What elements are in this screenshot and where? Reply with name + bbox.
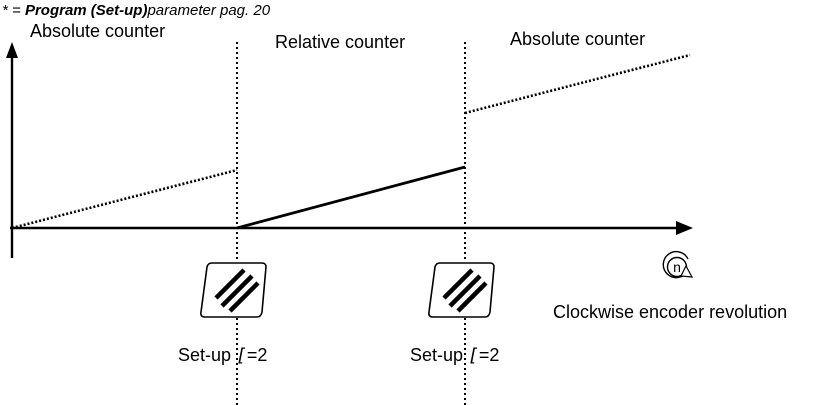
setup-prefix: Set-up (178, 345, 237, 365)
rotation-label: Clockwise encoder revolution (553, 302, 788, 322)
region-label-absolute-right: Absolute counter (510, 29, 646, 49)
region-label-absolute-left: Absolute counter (30, 21, 166, 41)
setup-label-left: Set-up [=2 (178, 346, 267, 365)
setup-glyph: [ (236, 345, 247, 366)
x-axis-arrow-icon (676, 221, 693, 235)
setup-glyph: [ (468, 345, 479, 366)
setup-suffix: =2 (478, 345, 500, 365)
absolute-counter-line-right (464, 53, 691, 115)
relative-counter-line (236, 165, 466, 230)
note-prefix: * = (2, 2, 25, 19)
setup-label-right: Set-up [=2 (410, 346, 499, 365)
absolute-counter-line-left (11, 168, 238, 230)
note-bold: Program (Set-up) (24, 2, 148, 19)
setup-suffix: =2 (246, 345, 268, 365)
triple-slash-key-icon-right (428, 262, 495, 318)
setup-prefix: Set-up (410, 345, 469, 365)
y-axis-arrow-icon (6, 42, 18, 58)
parameter-note: * = Program (Set-up)parameter pag. 20 (2, 3, 270, 18)
note-suffix: parameter pag. 20 (147, 2, 271, 19)
rotation-icon-letter: n (673, 259, 681, 275)
triple-slash-key-icon-left (200, 262, 267, 318)
clockwise-rotation-icon: n (662, 250, 694, 279)
region-label-relative: Relative counter (275, 32, 406, 52)
